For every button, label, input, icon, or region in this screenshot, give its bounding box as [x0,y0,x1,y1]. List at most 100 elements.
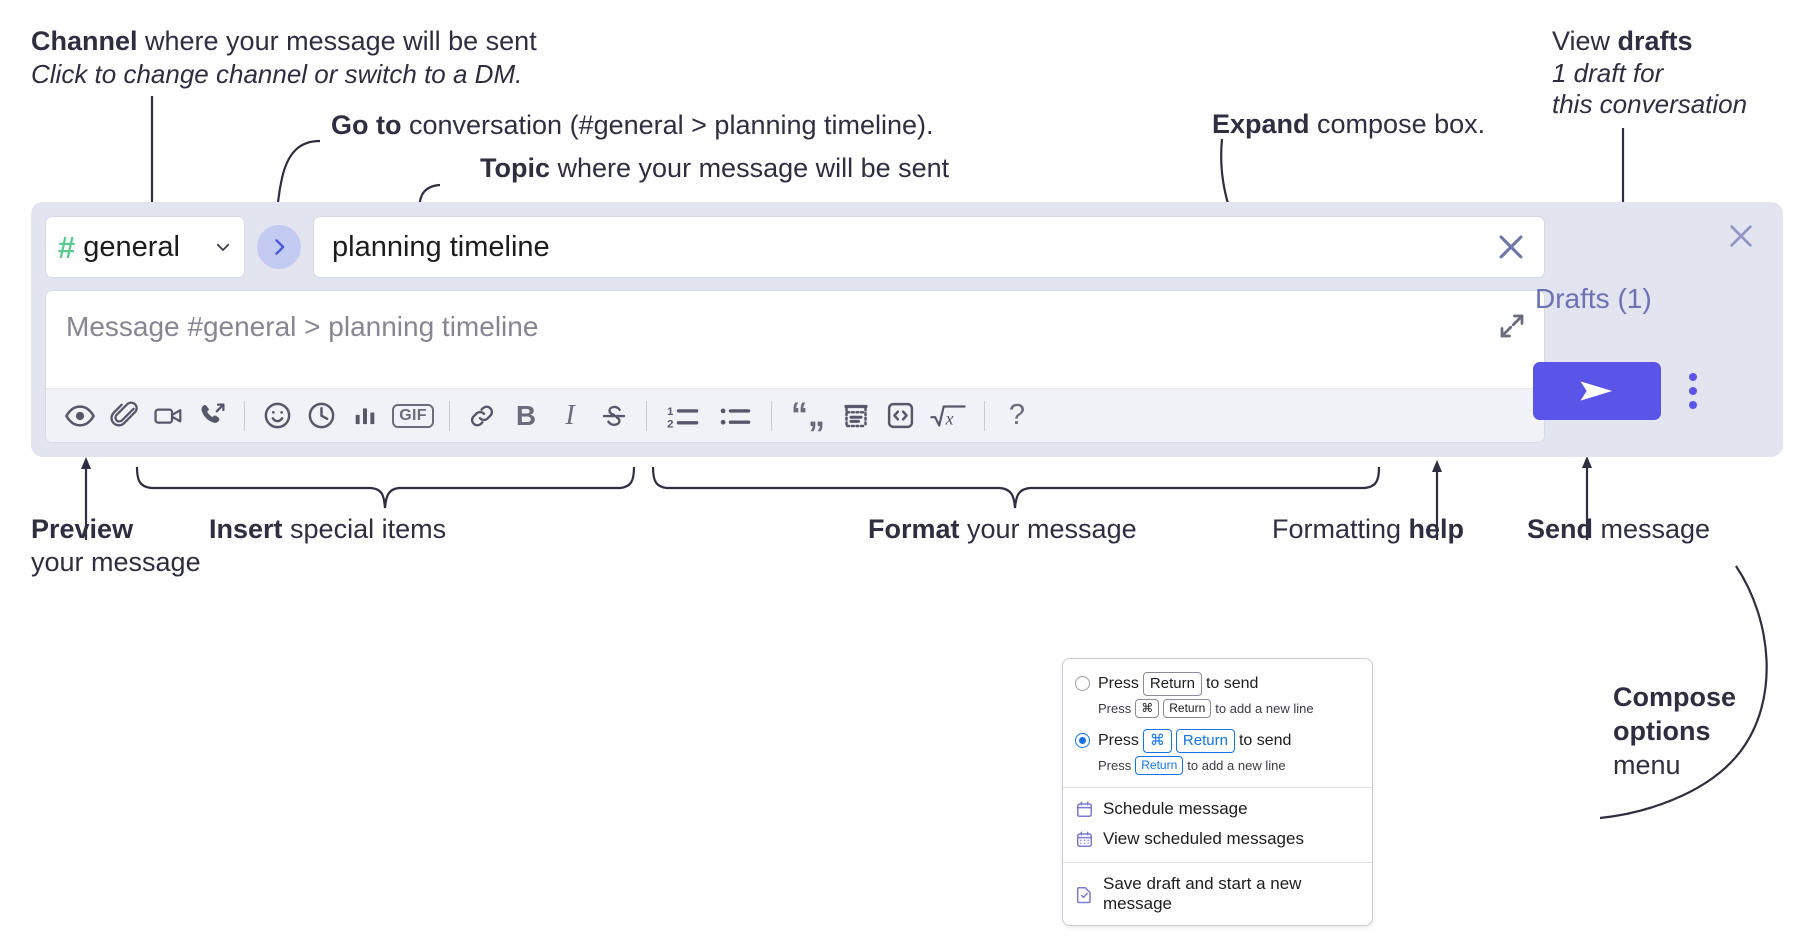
compose-inner: # general planning timeline [45,216,1545,443]
annotation-preview-line2: your message [31,547,201,577]
huddle-icon[interactable] [190,396,234,436]
svg-text:1: 1 [667,405,673,417]
channel-selector[interactable]: # general [45,216,245,278]
radio-option-return-to-send[interactable]: Press Return to send [1063,669,1372,696]
compose-options-menu: Press Return to send Press ⌘ Return to a… [1062,658,1373,927]
expand-icon[interactable] [1497,311,1527,341]
strikethrough-icon[interactable] [592,396,636,436]
annotation-topic: Topic where your message will be sent [480,151,949,186]
annotation-help: Formatting help [1272,514,1465,544]
menu-item-schedule-message[interactable]: Schedule message [1063,794,1372,824]
topic-input[interactable]: planning timeline [313,216,1545,278]
compose-header-row: # general planning timeline [45,216,1545,278]
video-icon[interactable] [146,396,190,436]
radio-button-selected[interactable] [1075,733,1090,749]
channel-name: general [83,230,180,263]
annotation-insert: Insert special items [209,514,447,544]
annotation-channel-bold: Channel [31,26,138,56]
menu-item-label: Save draft and start a new message [1103,874,1302,914]
reminder-icon[interactable] [299,396,343,436]
send-icon [1580,381,1613,401]
formatting-toolbar: GIF B I 1 2 [46,388,1544,442]
compose-panel: # general planning timeline [31,202,1783,457]
toolbar-divider [646,400,647,431]
math-icon[interactable]: x [922,396,974,436]
attachment-icon[interactable] [102,396,146,436]
preview-icon[interactable] [58,396,102,436]
annotation-compose-options-2: options [1613,716,1711,746]
sub-pre: Press [1098,758,1132,774]
annotation-drafts: View drafts [1552,24,1693,59]
svg-text:2: 2 [667,418,673,430]
topic-value: planning timeline [332,230,550,263]
toolbar-divider [984,400,985,431]
goto-conversation-button[interactable] [257,225,301,269]
radio-label-post: to send [1238,732,1292,750]
bulleted-list-icon[interactable] [709,396,761,436]
italic-icon[interactable]: I [565,399,575,431]
more-options-icon[interactable] [1681,368,1705,414]
chevron-right-icon [275,239,285,255]
save-draft-icon [1075,885,1094,904]
radio-option-label: Press Return to send [1098,672,1258,696]
poll-icon[interactable] [343,396,387,436]
calendar-clock-icon [1075,800,1094,819]
radio-option-cmd-return-to-send[interactable]: Press ⌘ Return to send [1063,722,1372,753]
annotation-drafts-sub1: 1 draft for [1552,58,1664,88]
annotation-compose-options-3: menu [1613,750,1681,780]
radio-label-pre: Press [1098,732,1139,750]
radio-label-post: to send [1205,674,1259,692]
close-icon[interactable] [1725,220,1757,252]
svg-text:x: x [945,408,954,428]
annotation-channel-sub: Click to change channel or switch to a D… [31,59,523,89]
emoji-icon[interactable] [255,396,299,436]
toolbar-divider [449,400,450,431]
gif-label: GIF [392,403,434,428]
drafts-link[interactable]: Drafts (1) [1535,283,1652,314]
gif-icon[interactable]: GIF [387,396,439,436]
radio-option-cmd-return-sub: Press Return to add a new line [1063,753,1372,779]
menu-divider [1063,862,1372,864]
link-icon[interactable] [460,396,504,436]
radio-button[interactable] [1075,676,1090,691]
annotation-channel-title: Channel where your message will be sent [31,24,537,59]
calendar-grid-icon [1075,830,1094,849]
annotation-compose-options-1: Compose [1613,682,1737,712]
hash-icon: # [58,229,76,265]
radio-option-label: Press ⌘ Return to send [1098,729,1291,753]
compose-right-cluster: Drafts (1) [1515,202,1783,457]
menu-divider [1063,787,1372,789]
sub-post: to add a new line [1187,758,1286,774]
annotation-goto-rest: conversation (#general > planning timeli… [401,110,934,140]
blockquote-icon[interactable]: “„ [791,396,825,435]
annotation-expand-rest: compose box. [1309,109,1486,139]
annotation-drafts-bold: drafts [1617,26,1693,56]
sub-post: to add a new line [1215,700,1314,716]
bold-icon[interactable]: B [515,399,537,431]
key-return: Return [1135,755,1184,776]
send-button[interactable] [1533,362,1661,420]
menu-item-save-draft[interactable]: Save draft and start a new message [1063,869,1372,919]
menu-item-label: View scheduled messages [1103,829,1304,849]
toolbar-divider [244,400,245,431]
message-placeholder: Message #general > planning timeline [66,311,539,342]
key-return: Return [1142,672,1202,696]
close-icon[interactable] [1494,230,1528,264]
menu-item-label: Schedule message [1103,799,1248,819]
annotation-drafts-sub2: this conversation [1552,89,1748,119]
menu-item-view-scheduled-messages[interactable]: View scheduled messages [1063,824,1372,854]
annotation-goto-bold: Go to [331,110,402,140]
chevron-down-icon [214,238,232,256]
help-icon[interactable]: ? [1008,399,1026,431]
ordered-list-icon[interactable]: 1 2 [657,396,709,436]
sub-pre: Press [1098,700,1132,716]
annotation-topic-rest: where your message will be sent [550,153,950,183]
code-icon[interactable] [878,396,922,436]
toolbar-divider [771,400,772,431]
key-command: ⌘ [1142,729,1172,753]
annotation-topic-bold: Topic [480,153,550,183]
code-block-icon[interactable] [834,396,878,436]
annotation-goto: Go to conversation (#general > planning … [331,108,934,143]
message-input[interactable]: Message #general > planning timeline [46,291,1544,389]
